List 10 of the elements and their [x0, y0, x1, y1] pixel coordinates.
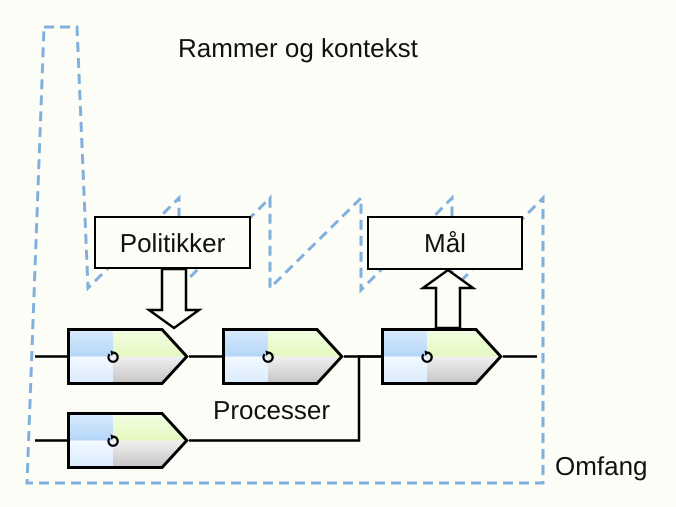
region-label: Rammer og kontekst — [178, 33, 418, 63]
connector-line — [189, 355, 222, 358]
connector-line — [35, 355, 67, 358]
block-arrow — [145, 268, 203, 330]
connector-line — [503, 355, 537, 358]
connector-line — [35, 439, 67, 442]
group-label: Processer — [213, 395, 330, 425]
block-arrow — [419, 268, 477, 330]
connector-line — [189, 355, 381, 442]
scope-label: Omfang — [555, 451, 648, 481]
